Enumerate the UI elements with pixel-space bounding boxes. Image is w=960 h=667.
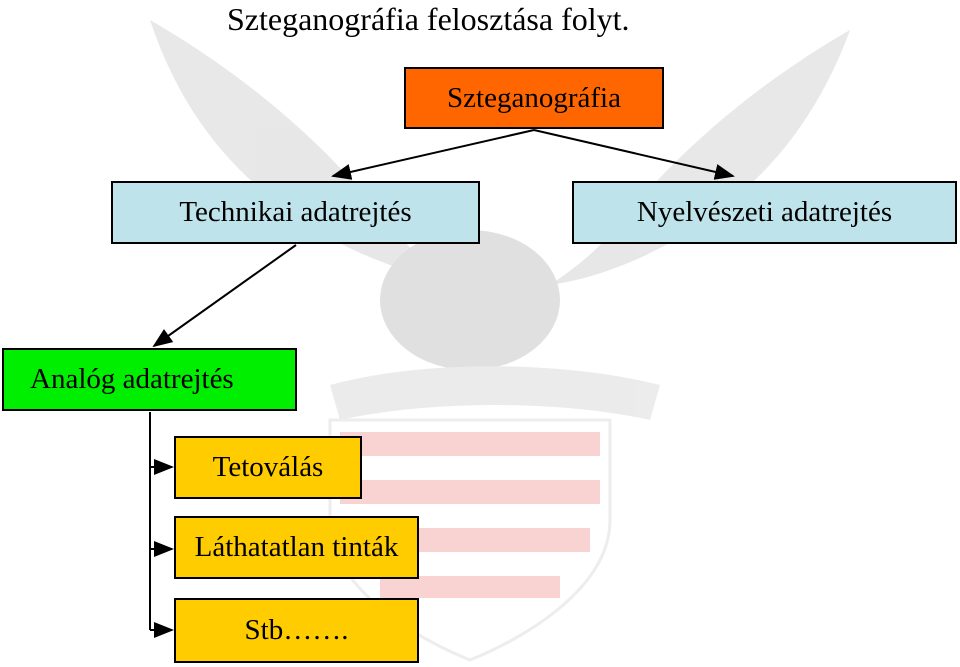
node-steganography: Szteganográfia bbox=[404, 67, 664, 129]
arrow-root-to-linguistic bbox=[533, 129, 735, 180]
node-tattoo: Tetoválás bbox=[174, 436, 362, 499]
arrow-root-to-technical bbox=[331, 129, 535, 180]
shield-stripe bbox=[340, 432, 600, 456]
node-technical-hiding: Technikai adatrejtés bbox=[111, 181, 480, 244]
shield-stripe bbox=[340, 480, 600, 504]
eagle-body-shape bbox=[380, 230, 560, 370]
shield-stripe bbox=[380, 576, 560, 598]
node-linguistic-hiding: Nyelvészeti adatrejtés bbox=[572, 181, 957, 244]
ribbon-shape bbox=[330, 366, 660, 420]
node-analog-hiding: Analóg adatrejtés bbox=[2, 348, 297, 411]
slide-title: Szteganográfia felosztása folyt. bbox=[227, 1, 630, 37]
node-etc: Stb……. bbox=[174, 598, 419, 663]
node-invisible-ink: Láthatatlan tinták bbox=[174, 516, 419, 579]
arrow-technical-to-analog bbox=[152, 244, 297, 348]
